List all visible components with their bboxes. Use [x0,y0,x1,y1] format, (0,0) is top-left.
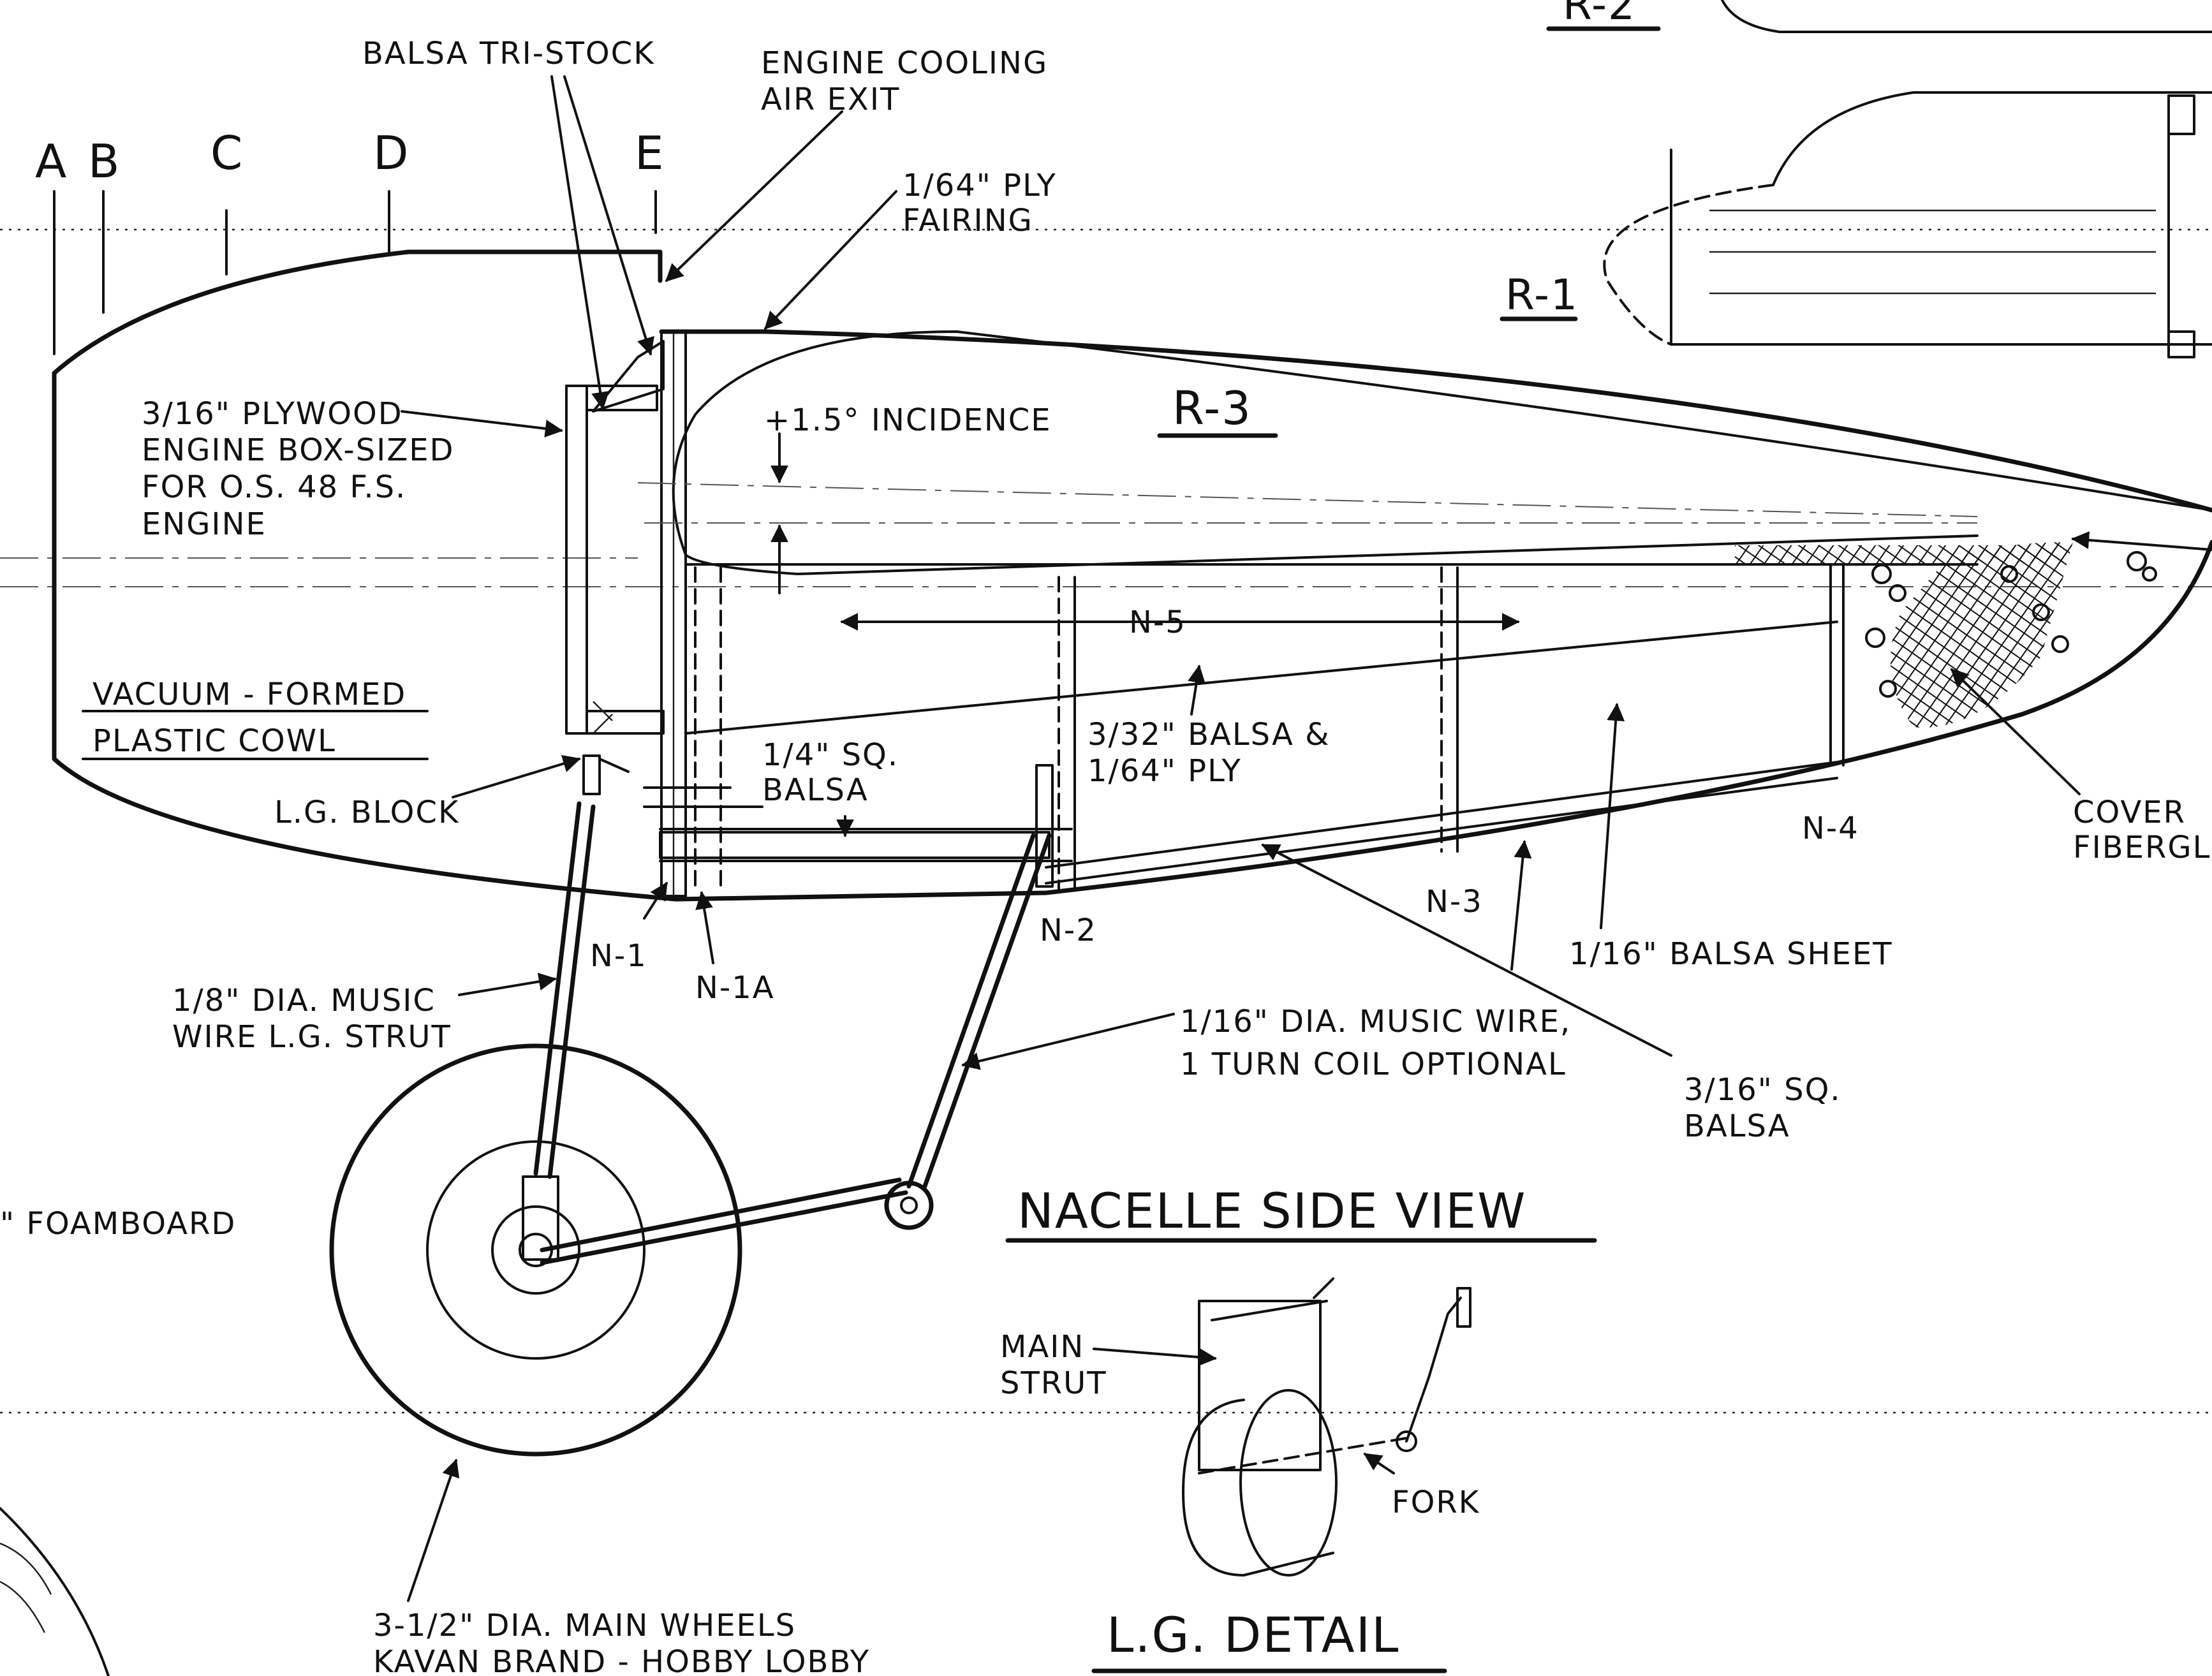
label-sq-balsa-2: BALSA [762,772,869,808]
label-sq316-2: BALSA [1684,1108,1790,1144]
label-n2: N-2 [1040,913,1097,948]
label-plywood-3: FOR O.S. 48 F.S. [142,469,406,505]
internal-structure [659,563,1979,894]
label-plywood-4: ENGINE [142,506,267,542]
label-wheels-2: KAVAN BRAND - HOBBY LOBBY [373,1644,870,1676]
label-engine-cooling-2: AIR EXIT [761,82,900,117]
label-balsa-ply-2: 1/64" PLY [1088,753,1242,789]
label-r3: R-3 [1172,381,1252,435]
leader-lines [401,75,2212,1602]
partial-arc-bottom-left [0,1507,110,1676]
vacuum-formed-cowl [52,249,679,902]
label-main-strut-1: MAIN [1000,1329,1084,1365]
label-station-d: D [373,126,409,180]
rib-r3-profile [637,330,2212,594]
label-n5: N-5 [1129,605,1186,640]
rib-r1-view [1500,91,2212,358]
label-wire-1: 1/16" DIA. MUSIC WIRE, [1180,1004,1571,1040]
label-ply-fairing-2: FAIRING [903,203,1033,239]
label-n4: N-4 [1802,811,1859,846]
label-sq-balsa-1: 1/4" SQ. [762,737,899,773]
title-nacelle-side-view: NACELLE SIDE VIEW [1017,1182,1526,1239]
label-r1: R-1 [1505,270,1579,320]
title-lg-detail: L.G. DETAIL [1107,1606,1400,1663]
label-sq316-1: 3/16" SQ. [1684,1072,1841,1108]
label-foamboard: " FOAMBOARD [0,1206,236,1242]
label-ply-fairing-1: 1/64" PLY [903,168,1057,203]
firewall [660,330,687,897]
nacelle-fairing [659,329,2212,902]
label-cowl-2: PLASTIC COWL [92,723,336,759]
rib-r2-partial [1546,0,2212,33]
label-lg-block: L.G. BLOCK [274,795,459,830]
label-plywood-1: 3/16" PLYWOOD [142,396,403,432]
label-cover-2: FIBERGL [2073,830,2211,865]
main-wheel [329,1043,742,1457]
fiberglass-cover-hatch [1735,542,2157,728]
engine-box [565,340,665,735]
label-station-e: E [635,126,665,180]
label-balsa-tri-stock: BALSA TRI-STOCK [362,36,655,71]
label-wheels-1: 3-1/2" DIA. MAIN WHEELS [373,1608,796,1643]
label-balsa-sheet: 1/16" BALSA SHEET [1569,936,1893,972]
label-balsa-ply-1: 3/32" BALSA & [1088,717,1331,753]
label-station-a: A [35,135,68,188]
label-strut-2: WIRE L.G. STRUT [172,1019,452,1055]
label-strut-1: 1/8" DIA. MUSIC [172,983,436,1018]
label-engine-cooling-1: ENGINE COOLING [761,45,1048,81]
label-n3: N-3 [1426,884,1483,920]
lg-detail-sketch [1182,1277,1471,1577]
label-n1a: N-1A [695,970,775,1006]
label-r2: R-2 [1563,0,1636,29]
label-incidence: +1.5° INCIDENCE [764,402,1052,438]
label-plywood-2: ENGINE BOX-SIZED [142,432,454,468]
label-cowl-1: VACUUM - FORMED [92,677,406,712]
station-marks [53,190,657,355]
label-cover-1: COVER [2073,795,2186,830]
label-n1: N-1 [590,938,647,974]
label-main-strut-2: STRUT [1000,1365,1107,1401]
label-wire-2: 1 TURN COIL OPTIONAL [1180,1047,1567,1082]
label-fork: FORK [1392,1485,1480,1520]
label-station-b: B [88,135,121,188]
label-station-c: C [210,126,244,180]
main-landing-gear [522,754,1052,1265]
